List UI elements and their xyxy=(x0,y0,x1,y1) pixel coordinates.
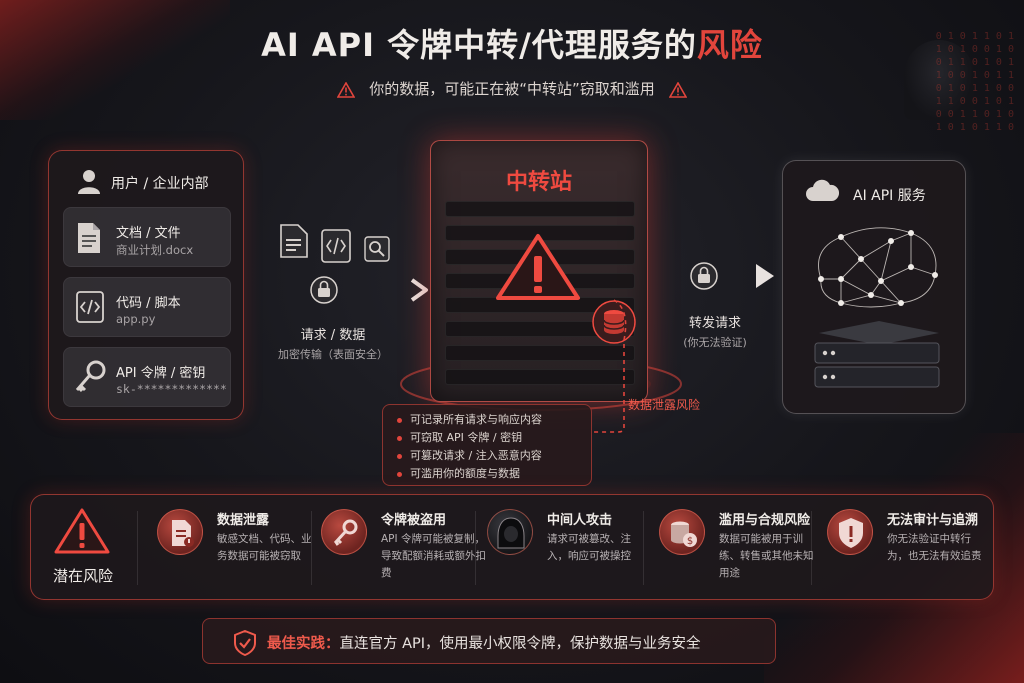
forward-sub: (你无法验证) xyxy=(683,336,747,349)
relay-title: 中转站 xyxy=(505,170,572,195)
hooded-figure-decoration xyxy=(904,40,974,120)
key-icon xyxy=(75,360,106,393)
request-sub: 加密传输（表面安全） xyxy=(278,348,388,361)
title-highlight: 风险 xyxy=(696,26,763,64)
risk-name: 无法审计与追溯 xyxy=(887,513,979,528)
relay-risk-list: 可记录所有请求与响应内容 可窃取 API 令牌 / 密钥 可篡改请求 / 注入恶… xyxy=(382,404,592,486)
shield-check-icon xyxy=(234,630,256,656)
best-practice-bar: 最佳实践：直连官方 API，使用最小权限令牌，保护数据与业务安全 xyxy=(202,618,776,664)
coins-icon: $ xyxy=(659,509,705,555)
list-item: 可篡改请求 / 注入恶意内容 xyxy=(397,447,591,465)
neural-brain-icon xyxy=(818,227,938,308)
card-code-title: 代码 / 脚本 xyxy=(116,296,181,311)
card-code: 代码 / 脚本 app.py xyxy=(63,277,231,337)
card-key-title: API 令牌 / 密钥 xyxy=(116,366,206,381)
user-panel: 用户 / 企业内部 文档 / 文件 商业计划.docx 代码 / 脚本 app.… xyxy=(48,150,244,420)
leaked-document-icon xyxy=(157,509,203,555)
warning-icon xyxy=(669,81,688,98)
svg-text:$: $ xyxy=(687,536,693,547)
card-key-sub: sk-************* xyxy=(116,382,227,396)
risk-desc: API 令牌可能被复制，导致配额消耗或额外扣费 xyxy=(381,533,486,579)
divider xyxy=(311,511,312,585)
forward-label: 转发请求 xyxy=(688,316,741,331)
card-document-title: 文档 / 文件 xyxy=(116,226,181,241)
ai-service-panel: AI API 服务 xyxy=(782,160,966,414)
risk-item-mitm: 中间人攻击 请求可被篡改、注入，响应可被操控 xyxy=(487,505,647,591)
database-icon xyxy=(592,300,636,344)
user-panel-title: 用户 / 企业内部 xyxy=(111,176,209,192)
risk-item-token-theft: 令牌被盗用 API 令牌可能被复制，导致配额消耗或额外扣费 xyxy=(321,505,486,591)
subtitle: 你的数据，可能正在被“中转站”窃取和滥用 xyxy=(0,78,1024,99)
risk-desc: 数据可能被用于训练、转售或其他未知用途 xyxy=(719,533,814,579)
hacker-icon xyxy=(487,509,533,555)
forward-arrow xyxy=(648,262,774,290)
risk-item-abuse-compliance: $ 滥用与合规风险 数据可能被用于训练、转售或其他未知用途 xyxy=(659,505,819,591)
divider xyxy=(137,511,138,585)
best-practice-text: 最佳实践：直连官方 API，使用最小权限令牌，保护数据与业务安全 xyxy=(267,632,701,653)
risk-name: 中间人攻击 xyxy=(547,513,613,528)
list-item: 可记录所有请求与响应内容 xyxy=(397,411,591,429)
risk-summary-panel: 潜在风险 数据泄露 敏感文档、代码、业务数据可能被窃取 令牌被盗用 API 令牌… xyxy=(30,494,994,600)
risk-name: 数据泄露 xyxy=(217,513,270,528)
code-file-icon xyxy=(321,229,351,263)
warning-icon xyxy=(54,508,110,554)
server-rack xyxy=(445,201,635,217)
risk-name: 令牌被盗用 xyxy=(381,513,447,528)
list-item: 可窃取 API 令牌 / 密钥 xyxy=(397,429,591,447)
risk-text: 可篡改请求 / 注入恶意内容 xyxy=(410,449,542,462)
risk-desc: 敏感文档、代码、业务数据可能被窃取 xyxy=(217,533,312,562)
document-icon xyxy=(280,224,308,258)
request-label: 请求 / 数据 xyxy=(300,328,366,343)
user-icon xyxy=(78,170,100,194)
divider xyxy=(475,511,476,585)
risk-desc: 你无法验证中转行为，也无法有效追责 xyxy=(887,533,982,562)
divider xyxy=(811,511,812,585)
binary-decoration: 0 1 0 1 1 0 1 1 0 1 0 0 1 0 0 1 1 0 1 0 … xyxy=(935,31,1014,133)
title-main: AI API 令牌中转/代理服务的 xyxy=(261,26,697,64)
divider xyxy=(643,511,644,585)
search-icon xyxy=(364,236,390,262)
server-rack xyxy=(445,369,635,385)
list-item: 可滥用你的额度与数据 xyxy=(397,465,591,483)
leak-label: 数据泄露风险 xyxy=(628,398,701,412)
risk-item-data-leak: 数据泄露 敏感文档、代码、业务数据可能被窃取 xyxy=(157,505,317,591)
potential-risk-label: 潜在风险 xyxy=(52,567,113,585)
risk-text: 可窃取 API 令牌 / 密钥 xyxy=(410,431,523,444)
cloud-icon xyxy=(806,179,839,201)
risk-text: 可滥用你的额度与数据 xyxy=(410,467,520,480)
leak-dashed-line xyxy=(592,299,627,433)
card-document: 文档 / 文件 商业计划.docx xyxy=(63,207,231,267)
document-icon xyxy=(78,223,100,253)
server-stack-icon xyxy=(814,321,940,388)
risk-text: 可记录所有请求与响应内容 xyxy=(410,413,542,426)
best-practice-content: 直连官方 API，使用最小权限令牌，保护数据与业务安全 xyxy=(339,636,701,652)
card-code-sub: app.py xyxy=(116,312,156,326)
request-arrow xyxy=(244,276,428,304)
best-practice-label: 最佳实践： xyxy=(267,636,340,652)
warning-icon xyxy=(336,81,355,98)
server-rack xyxy=(445,345,635,361)
shield-warning-icon xyxy=(827,509,873,555)
warning-icon xyxy=(496,234,580,300)
code-file-icon xyxy=(76,291,104,323)
risk-name: 滥用与合规风险 xyxy=(719,513,811,528)
page-title: AI API 令牌中转/代理服务的风险 xyxy=(0,20,1024,66)
card-key: API 令牌 / 密钥 sk-************* xyxy=(63,347,231,407)
ai-service-title: AI API 服务 xyxy=(853,188,926,204)
key-icon xyxy=(321,509,367,555)
card-document-sub: 商业计划.docx xyxy=(116,243,194,257)
corner-glow-top-left xyxy=(0,0,230,120)
risk-desc: 请求可被篡改、注入，响应可被操控 xyxy=(547,533,631,562)
risk-item-no-audit: 无法审计与追溯 你无法验证中转行为，也无法有效追责 xyxy=(827,505,987,591)
subtitle-text: 你的数据，可能正在被“中转站”窃取和滥用 xyxy=(369,80,655,98)
